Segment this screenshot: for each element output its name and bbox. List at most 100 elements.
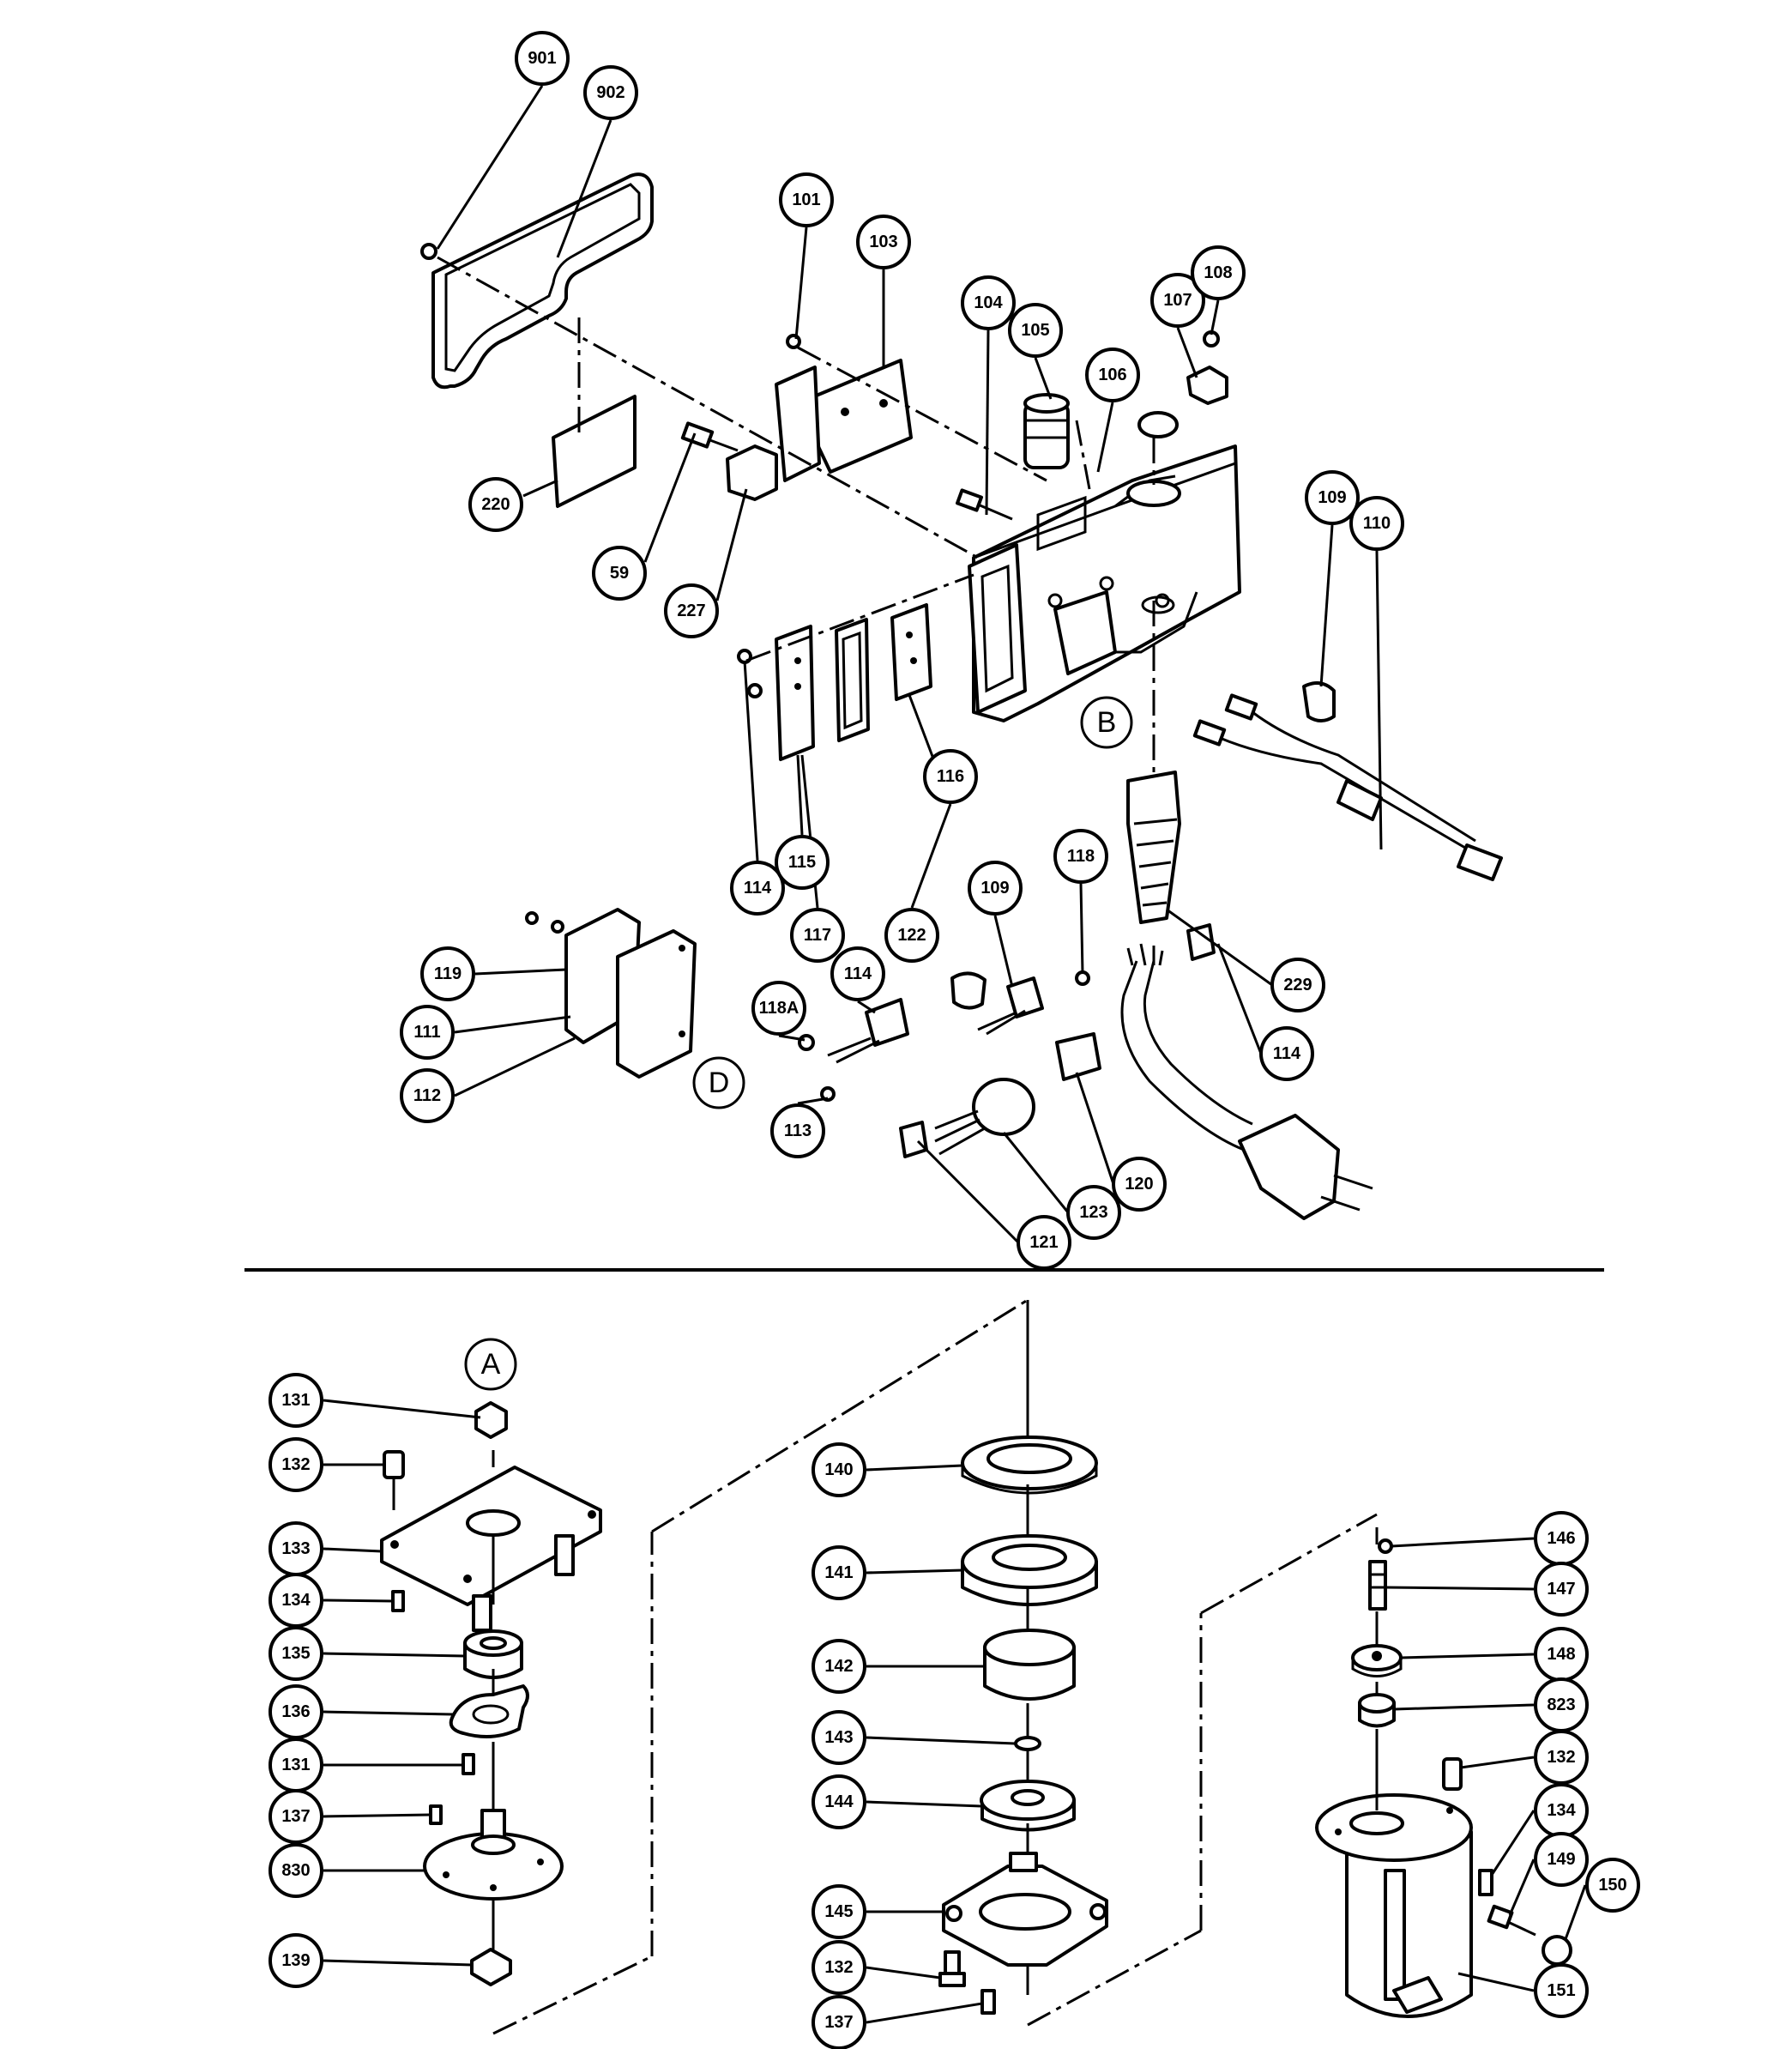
leader-line	[1034, 357, 1053, 400]
callout-118A: 118A	[751, 981, 806, 1036]
part-151-housing	[1315, 1793, 1473, 2018]
callout-123: 123	[1066, 1185, 1121, 1240]
callout-136: 136	[268, 1684, 323, 1739]
callout-circle	[884, 908, 939, 963]
leader-line	[778, 1034, 805, 1042]
callout-circle	[1066, 1185, 1121, 1240]
callout-148: 148	[1534, 1627, 1589, 1682]
part-118A-component	[827, 998, 909, 1064]
callout-circle	[856, 215, 911, 269]
leader-line	[866, 1736, 1016, 1745]
callout-label: 131	[281, 1756, 310, 1774]
callout-101: 101	[779, 172, 834, 227]
callout-circle	[751, 981, 806, 1036]
callout-circle	[268, 1933, 323, 1988]
part-109-clip-lower	[950, 971, 987, 1010]
callout-label: 133	[281, 1539, 310, 1558]
callout-114: 114	[1259, 1026, 1314, 1081]
leader-line	[436, 85, 544, 250]
callout-107: 107	[1150, 273, 1205, 328]
callout-circle	[1085, 348, 1140, 402]
callout-143: 143	[812, 1710, 866, 1765]
callout-circle	[420, 946, 475, 1001]
callout-label: 150	[1598, 1876, 1626, 1895]
callout-circle	[812, 1774, 866, 1829]
part-109-clip	[1302, 681, 1336, 722]
part-227-clamp	[726, 444, 778, 501]
callout-label: 901	[528, 49, 556, 68]
part-902-gasket	[431, 172, 654, 390]
leader-line	[1391, 1537, 1535, 1548]
leader-line	[866, 1966, 941, 1979]
reference-mark-D: D	[692, 1056, 745, 1109]
callout-label: 104	[974, 293, 1003, 312]
leader-line	[866, 2002, 983, 2024]
leader-line	[916, 1139, 1020, 1244]
reference-mark-A: A	[464, 1338, 517, 1391]
callout-circle	[1112, 1157, 1167, 1212]
callout-label: 134	[1547, 1801, 1576, 1820]
part-149-screw	[1487, 1904, 1536, 1937]
leader-line	[323, 1599, 394, 1603]
callout-145: 145	[812, 1884, 866, 1939]
callout-circle	[961, 275, 1016, 330]
leader-line	[454, 1015, 571, 1034]
callout-label: 59	[610, 564, 629, 583]
leader-line	[556, 119, 612, 258]
part-134-pin-right	[1478, 1869, 1493, 1896]
leader-line	[1385, 1586, 1535, 1591]
callout-circle	[1534, 1832, 1589, 1887]
callout-label: 108	[1204, 263, 1232, 282]
callout-label: 142	[824, 1657, 853, 1676]
callout-label: 119	[434, 964, 462, 983]
callout-150: 150	[1585, 1858, 1640, 1913]
callout-109: 109	[968, 861, 1023, 916]
leader-line	[454, 1037, 576, 1097]
callout-label: 109	[1318, 488, 1346, 507]
leader-line	[796, 754, 804, 836]
callout-circle	[775, 835, 830, 890]
leader-line	[1457, 1972, 1535, 1992]
leader-line	[866, 1464, 963, 1472]
callout-circle	[400, 1068, 455, 1123]
reference-mark-B: B	[1080, 696, 1133, 749]
callout-115: 115	[775, 835, 830, 890]
part-101-screw	[786, 334, 801, 349]
callout-circle	[515, 31, 570, 86]
callout-137: 137	[812, 1995, 866, 2049]
reference-letter: A	[481, 1348, 501, 1381]
callout-label: 106	[1098, 366, 1126, 384]
callout-label: 114	[1273, 1044, 1301, 1063]
callout-116: 116	[923, 749, 978, 804]
callout-circle	[1150, 273, 1205, 328]
callout-label: 105	[1021, 321, 1049, 340]
callout-902: 902	[583, 65, 638, 120]
leader-line	[1216, 943, 1263, 1055]
leader-line	[1002, 1132, 1070, 1213]
callout-label: 151	[1547, 1981, 1575, 2000]
callout-label: 902	[596, 83, 624, 102]
leader-line	[1176, 327, 1198, 378]
part-116-gasket	[835, 618, 870, 742]
callout-label: 112	[413, 1086, 441, 1105]
callout-label: 117	[804, 926, 831, 945]
leader-line	[985, 329, 990, 516]
callout-label: 122	[897, 926, 926, 945]
part-143-washer	[1014, 1736, 1041, 1751]
part-105-connector	[1023, 393, 1070, 469]
part-115-plate	[775, 625, 815, 761]
callout-113: 113	[770, 1103, 825, 1158]
callout-105: 105	[1008, 303, 1063, 358]
callout-circle	[400, 1005, 455, 1060]
callout-120: 120	[1112, 1157, 1167, 1212]
callout-111: 111	[400, 1005, 455, 1060]
callout-circle	[779, 172, 834, 227]
callout-circle	[968, 861, 1023, 916]
part-59-screw	[680, 421, 739, 452]
callout-circle	[812, 1639, 866, 1694]
callout-label: 137	[824, 2013, 853, 2032]
callout-label: 115	[788, 853, 816, 872]
leader-line	[1564, 1884, 1587, 1940]
leader-line	[1096, 402, 1114, 473]
callout-label: 111	[413, 1023, 440, 1042]
